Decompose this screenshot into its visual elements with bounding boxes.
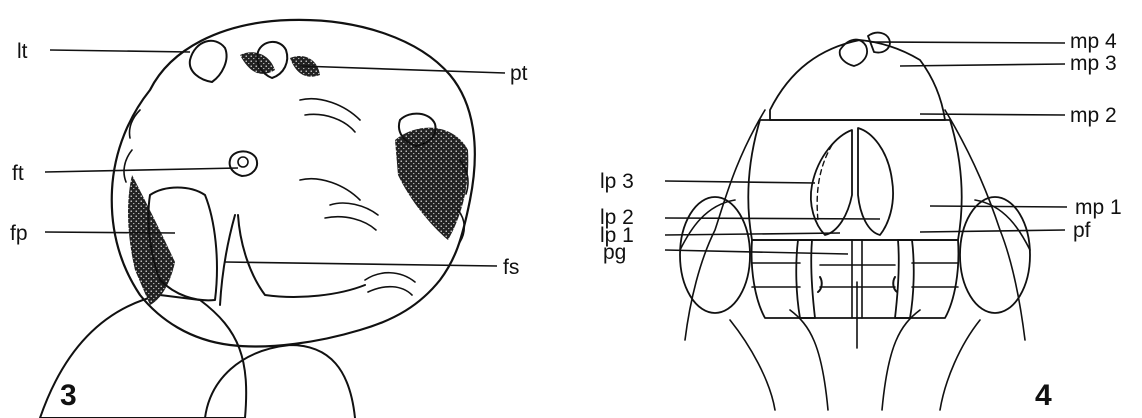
label-lt: lt — [17, 40, 28, 63]
fig3-base-lobes — [40, 295, 355, 418]
fig4-plate-divisions — [752, 263, 958, 287]
fig4-lateral-fold-right — [895, 240, 914, 318]
label-fp: fp — [10, 222, 28, 245]
fig4-medial-plate-4 — [840, 33, 890, 66]
fig3-fold-2 — [325, 203, 378, 230]
figure-3 — [40, 20, 475, 418]
label-mp1: mp 1 — [1075, 196, 1122, 219]
fig4-left-lobe — [680, 197, 750, 313]
fig4-cheek — [680, 200, 1030, 250]
figure-3-number: 3 — [60, 379, 77, 412]
fig4-head-outline — [685, 110, 1025, 340]
label-mp2: mp 2 — [1070, 104, 1117, 127]
fig4-dashed-curve — [817, 145, 832, 220]
label-fs: fs — [503, 256, 519, 279]
label-pt: pt — [510, 62, 528, 85]
figure-4-number: 4 — [1035, 379, 1052, 412]
label-mp3: mp 3 — [1070, 52, 1117, 75]
fig4-neck — [730, 310, 980, 410]
fig3-frontal-shield-line — [220, 215, 365, 305]
fig3-frontal-tentacle-core — [238, 157, 248, 167]
label-lp3: lp 3 — [600, 170, 634, 193]
figure-4-labels: mp 4 mp 3 mp 2 lp 3 mp 1 lp 2 lp 1 pf pg… — [600, 30, 1122, 412]
label-pg: pg — [603, 241, 626, 264]
fig4-medial-plate-3 — [770, 40, 945, 120]
fig4-medial-plate-2 — [748, 120, 961, 240]
label-ft: ft — [12, 162, 24, 185]
fig3-fold-3 — [365, 273, 415, 295]
fig3-fold-1 — [300, 99, 360, 200]
figure-4 — [680, 33, 1030, 410]
fig4-lower-block — [752, 240, 959, 318]
fig3-lateral-tentacle — [190, 41, 227, 82]
fig3-frontal-tentacle — [230, 151, 257, 176]
label-pf: pf — [1073, 219, 1091, 242]
label-mp4: mp 4 — [1070, 30, 1117, 53]
fig3-shadow-right — [395, 128, 468, 240]
fig4-lateral-fold-left — [796, 240, 815, 318]
fig4-eye-right — [893, 277, 897, 292]
fig4-eye-left — [818, 277, 822, 292]
